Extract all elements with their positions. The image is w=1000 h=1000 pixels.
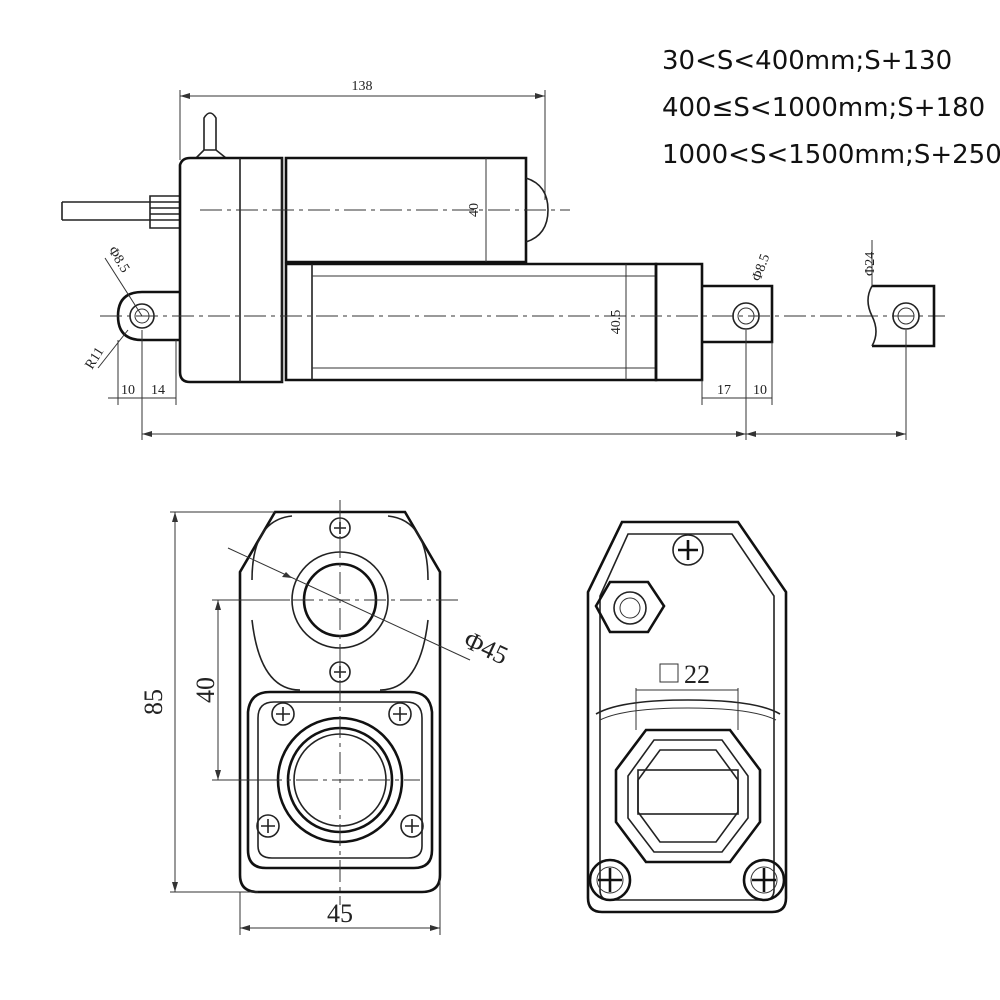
rear-screw-br xyxy=(742,858,786,902)
dim-label-rear-10: 10 xyxy=(121,383,135,398)
rear-socket-inner xyxy=(637,749,739,843)
dim-label-rod-17: 17 xyxy=(717,383,731,398)
rear-gland-bore xyxy=(619,597,641,619)
rear-plate-line xyxy=(595,699,781,715)
rear-radius-leader xyxy=(97,329,129,369)
dim-label-motor-40: 40 xyxy=(467,203,482,217)
dim-label-138: 138 xyxy=(352,79,373,94)
rear-socket-mid xyxy=(627,739,749,853)
rod-end-detail-hole-inner xyxy=(897,307,915,325)
rear-square-drive xyxy=(637,769,739,815)
front-motor-boss xyxy=(251,515,429,691)
side-view: 138 40 40.5 Φ8.5 xyxy=(61,79,945,440)
dim-label-dia45: Φ45 xyxy=(459,625,512,670)
dim-label-85: 85 xyxy=(139,689,168,715)
dim-label-rear-hole: Φ8.5 xyxy=(105,244,132,275)
outer-tube xyxy=(284,262,658,382)
rod-end xyxy=(702,284,774,344)
front-screw-1 xyxy=(271,702,295,726)
stroke-note-3: 1000<S<1500mm;S+250 xyxy=(662,140,1000,170)
dia45-arrow xyxy=(282,572,292,578)
stroke-note-2: 400≤S<1000mm;S+180 xyxy=(662,93,986,123)
dim-label-rod-hole: Φ8.5 xyxy=(750,252,774,283)
motor-body xyxy=(284,156,528,264)
top-knob xyxy=(203,112,217,150)
knob-base xyxy=(195,149,227,159)
rear-hex-gland xyxy=(594,580,666,634)
front-mount-plate xyxy=(246,690,434,870)
dim-label-tube-40-5: 40.5 xyxy=(609,310,624,335)
front-housing-outline xyxy=(238,510,442,894)
rear-housing-inner xyxy=(599,533,775,901)
dim-arrows-lower xyxy=(142,431,906,437)
cable xyxy=(61,201,150,221)
dim-label-rod-end-diameter: Φ24 xyxy=(863,252,878,276)
gearbox-housing xyxy=(178,156,284,384)
cable-gland xyxy=(149,195,181,229)
dim-label-square-22: 22 xyxy=(684,660,710,689)
rod-end-detail xyxy=(872,284,936,348)
rear-plate-line-inner xyxy=(599,707,777,721)
dim-label-rear-radius: R11 xyxy=(83,345,108,372)
rear-view: 22 xyxy=(586,520,788,914)
front-screw-3 xyxy=(256,814,280,838)
rear-gland-ring xyxy=(613,591,647,625)
motor-end-cap xyxy=(525,177,549,243)
front-mount-plate-inner xyxy=(257,701,423,859)
rear-hole-leader xyxy=(104,257,143,317)
rod-end-detail-break xyxy=(867,285,877,347)
dim-label-rear-14: 14 xyxy=(151,383,165,398)
stroke-note-1: 30<S<400mm;S+130 xyxy=(662,46,953,76)
dim-label-45: 45 xyxy=(327,899,353,928)
stroke-notes: 30<S<400mm;S+130 400≤S<1000mm;S+180 1000… xyxy=(662,38,1000,179)
dim-label-40: 40 xyxy=(191,677,220,703)
dim-label-rod-10: 10 xyxy=(753,383,767,398)
front-screw-2 xyxy=(388,702,412,726)
rear-housing-outline xyxy=(586,520,788,914)
rear-socket-outer xyxy=(614,728,762,864)
dia45-leader xyxy=(227,547,471,661)
square-symbol xyxy=(659,663,679,683)
front-cap xyxy=(654,262,704,382)
rear-screw-bl xyxy=(588,858,632,902)
rod-end-detail-hole-outer xyxy=(892,302,920,330)
rear-screw-top xyxy=(672,534,704,566)
front-screw-4 xyxy=(400,814,424,838)
front-view: 85 40 45 Φ45 xyxy=(139,500,513,935)
